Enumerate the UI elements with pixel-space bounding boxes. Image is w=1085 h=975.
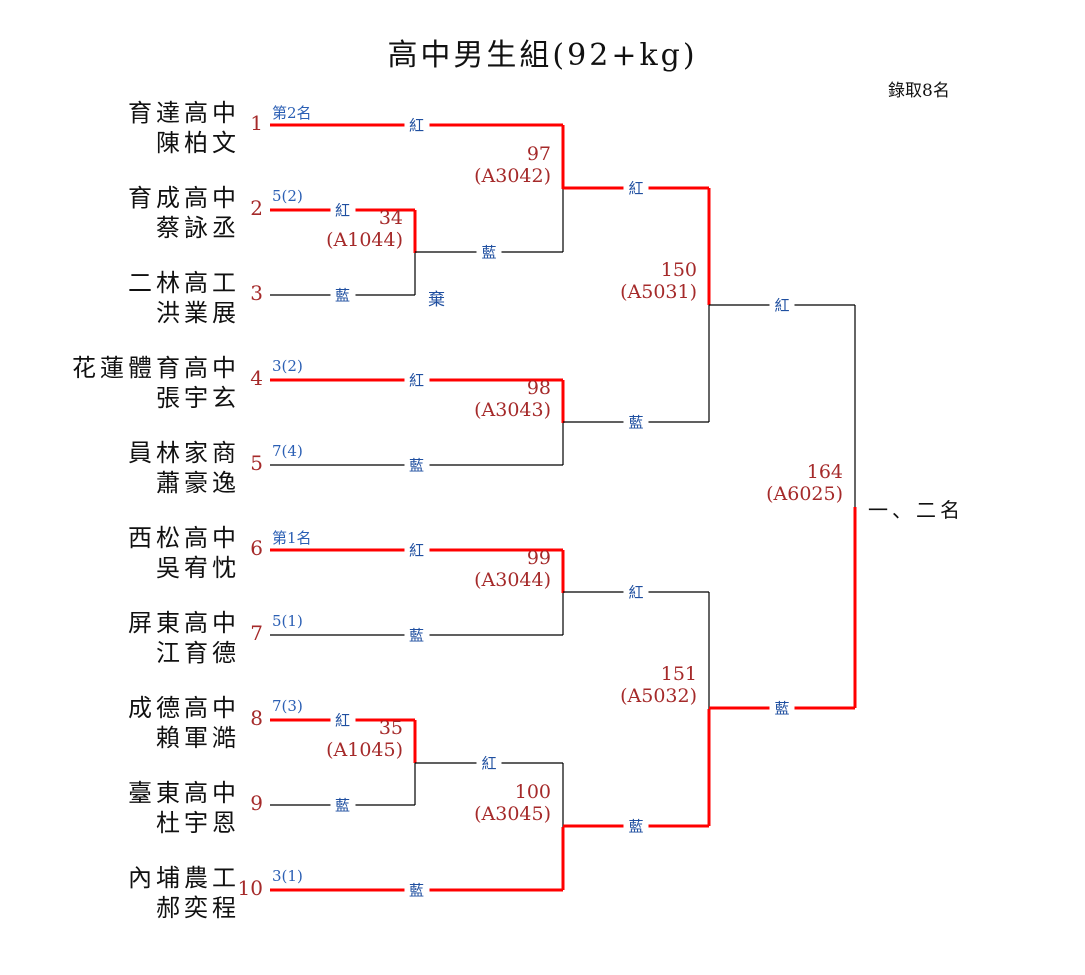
- entry-seed: 4: [250, 366, 263, 390]
- entry-school: 育成高中: [128, 184, 240, 212]
- entry-result-note: 第2名: [272, 104, 312, 122]
- entry-name: 吳宥忱: [156, 554, 240, 582]
- entry-name: 陳柏文: [156, 129, 240, 157]
- corner-label-top-m97: 紅: [403, 114, 430, 136]
- entry-name: 郝奕程: [156, 894, 240, 922]
- entry-result-note: 7(4): [272, 442, 303, 460]
- entry-result-note: 第1名: [272, 529, 312, 547]
- corner-label-bottom-m98: 藍: [403, 454, 430, 476]
- corner-label-bottom-m97: 藍: [476, 241, 502, 263]
- entry-seed: 6: [250, 536, 263, 560]
- match-number: 34: [378, 206, 403, 229]
- match-number: 99: [526, 546, 551, 569]
- match-label-m99: 99(A3044): [474, 547, 551, 591]
- corner-label-bottom-m99: 藍: [403, 624, 430, 646]
- entry-name: 蔡詠丞: [156, 214, 240, 242]
- entry-school: 成德高中: [128, 694, 240, 722]
- match-number: 100: [514, 780, 551, 803]
- entry-seed: 8: [250, 706, 263, 730]
- entry-school: 員林家商: [128, 439, 240, 467]
- entry-school: 花蓮體育高中: [72, 354, 240, 382]
- match-code: (A3044): [474, 568, 551, 591]
- entry-name: 江育德: [156, 639, 240, 667]
- corner-label-top-m164: 紅: [769, 294, 795, 316]
- match-number: 151: [660, 663, 697, 685]
- entry-school: 屏東高中: [128, 609, 240, 637]
- entry-seed: 1: [250, 111, 263, 135]
- final-placement-label: 一、二名: [868, 498, 964, 522]
- entry-result-note: 3(2): [272, 357, 303, 375]
- match-label-m150: 150(A5031): [620, 259, 697, 303]
- match-code: (A3043): [474, 398, 551, 421]
- entry-result-note: 5(2): [272, 187, 303, 205]
- entry-seed: 2: [250, 196, 263, 220]
- match-number: 98: [526, 376, 551, 399]
- match-label-m151: 151(A5032): [620, 663, 697, 707]
- entry-school: 西松高中: [128, 524, 240, 552]
- entry-result-note: 7(3): [272, 697, 303, 715]
- match-number: 97: [526, 142, 551, 165]
- corner-label-bottom-m34: 藍: [329, 284, 356, 306]
- corner-label-top-m99: 紅: [403, 539, 430, 561]
- match-code: (A6025): [766, 482, 843, 505]
- match-code: (A3042): [474, 164, 551, 187]
- match-code: (A5031): [620, 281, 697, 303]
- entry-school: 內埔農工: [128, 864, 240, 892]
- forfeit-mark: 棄: [428, 290, 445, 310]
- entry-seed: 10: [237, 876, 263, 900]
- match-code: (A1045): [326, 738, 403, 761]
- match-label-m34: 34(A1044): [326, 207, 403, 251]
- entry-seed: 3: [250, 281, 263, 305]
- corner-label-bottom-m164: 藍: [769, 697, 795, 719]
- match-number: 35: [378, 716, 403, 739]
- page-title: 高中男生組(92+kg): [387, 38, 698, 73]
- entry-name: 洪業展: [156, 299, 240, 327]
- match-code: (A5032): [620, 685, 697, 707]
- match-label-m35: 35(A1045): [326, 717, 403, 761]
- corner-label-bottom-m35: 藍: [329, 794, 356, 816]
- entry-school: 育達高中: [128, 99, 240, 127]
- match-label-m164: 164(A6025): [766, 461, 843, 505]
- match-label-m98: 98(A3043): [474, 377, 551, 421]
- match-number: 150: [660, 259, 697, 281]
- entry-school: 臺東高中: [128, 779, 240, 807]
- entry-seed: 9: [250, 791, 263, 815]
- match-label-m97: 97(A3042): [474, 143, 551, 187]
- entry-result-note: 5(1): [272, 612, 303, 630]
- entry-result-note: 3(1): [272, 867, 303, 885]
- entry-seed: 5: [250, 451, 263, 475]
- corner-label-top-m150: 紅: [623, 177, 649, 199]
- corner-label-top-m100: 紅: [476, 752, 502, 774]
- entry-name: 賴軍澔: [156, 724, 240, 752]
- entry-seed: 7: [250, 621, 263, 645]
- match-code: (A3045): [474, 802, 551, 825]
- entry-name: 張宇玄: [156, 384, 240, 412]
- corner-label-top-m35: 紅: [329, 709, 356, 731]
- match-code: (A1044): [326, 228, 403, 251]
- corner-label-bottom-m100: 藍: [403, 879, 430, 901]
- corner-label-top-m151: 紅: [623, 581, 649, 603]
- corner-label-bottom-m151: 藍: [623, 815, 649, 837]
- entry-school: 二林高工: [128, 269, 240, 297]
- entry-name: 杜宇恩: [156, 809, 240, 837]
- quota-label: 錄取8名: [888, 81, 950, 101]
- match-label-m100: 100(A3045): [474, 781, 551, 825]
- entry-name: 蕭豪逸: [156, 469, 240, 497]
- corner-label-top-m34: 紅: [329, 199, 356, 221]
- corner-label-bottom-m150: 藍: [623, 411, 649, 433]
- match-number: 164: [806, 460, 843, 483]
- corner-label-top-m98: 紅: [403, 369, 430, 391]
